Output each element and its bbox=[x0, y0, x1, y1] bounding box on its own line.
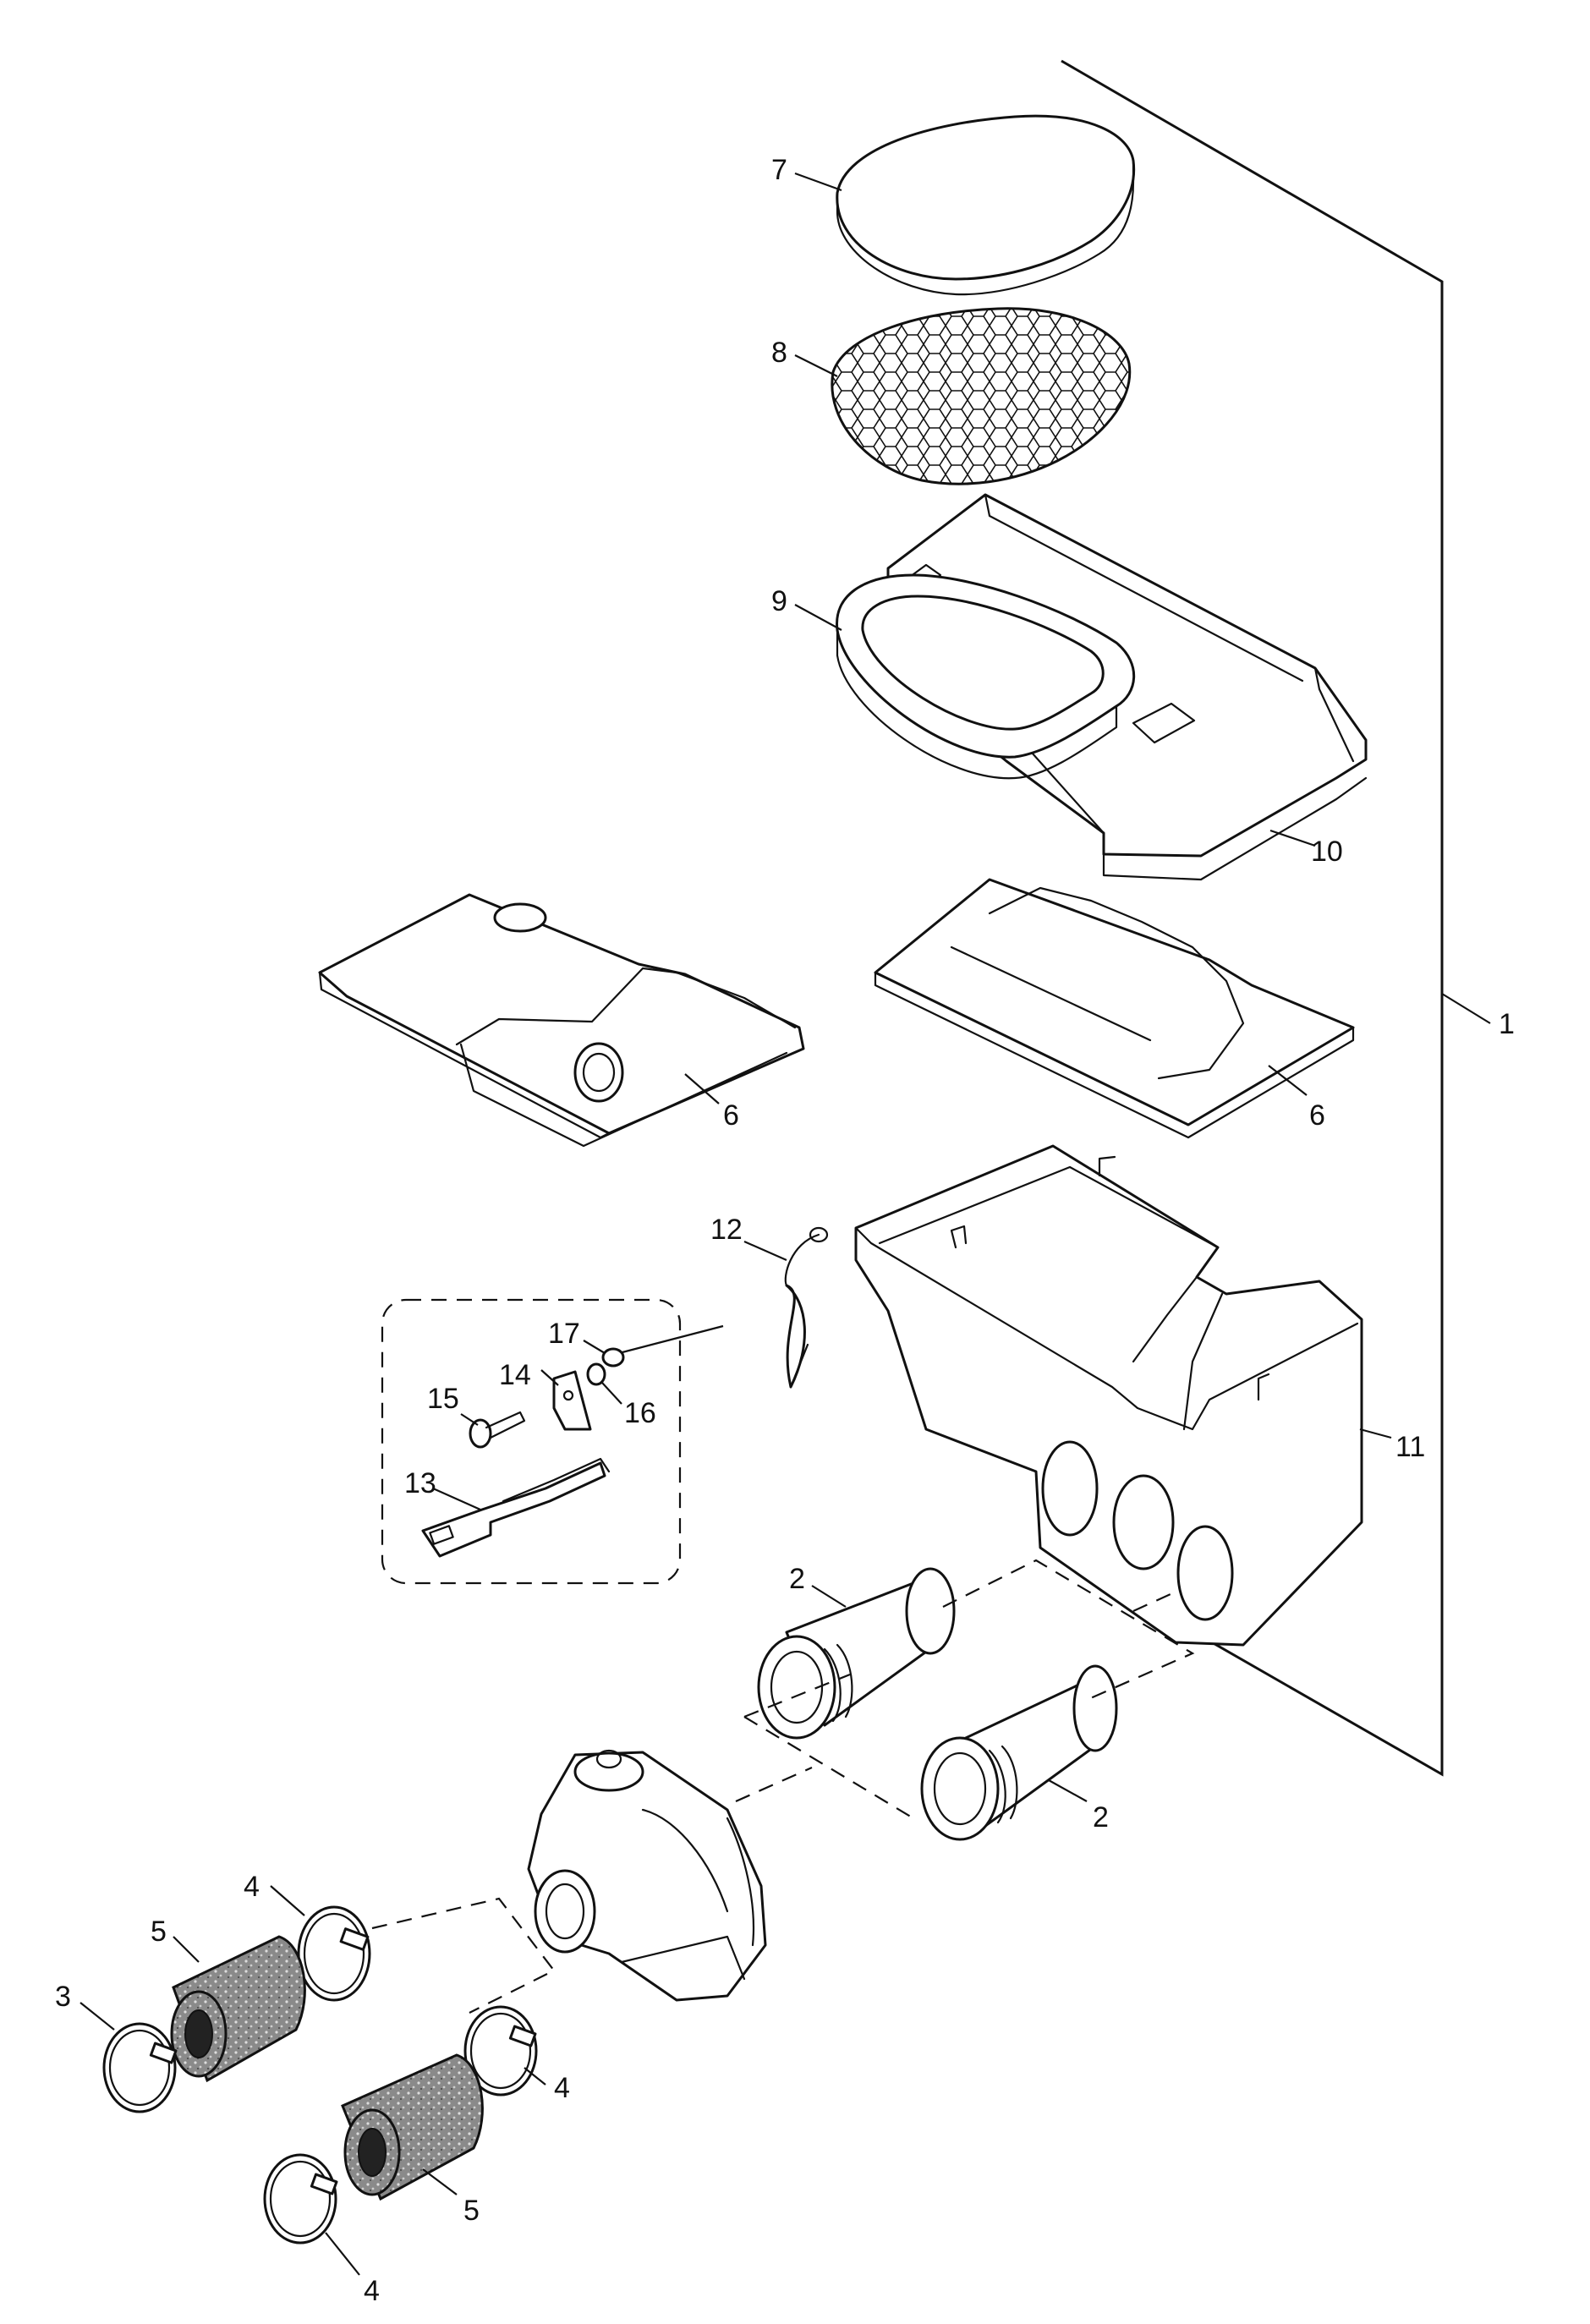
air-filter-foam-part bbox=[794, 114, 1136, 296]
callout-2-lower: 2 bbox=[1093, 1801, 1109, 1833]
callout-13: 13 bbox=[404, 1467, 436, 1499]
callout-labels: 1 2 2 3 4 4 4 5 5 6 6 7 8 9 10 11 12 13 … bbox=[55, 154, 1515, 2307]
nut-part bbox=[583, 1340, 625, 1368]
intake-boot-upper-part bbox=[170, 1935, 306, 2083]
right-intake-cover-part bbox=[874, 878, 1355, 1139]
hose-clamp-part bbox=[80, 2002, 178, 2113]
callout-14: 14 bbox=[499, 1359, 531, 1391]
callout-1: 1 bbox=[1499, 1008, 1515, 1040]
hardware-kit-box bbox=[381, 1298, 724, 1585]
callout-11: 11 bbox=[1395, 1431, 1425, 1463]
callout-7: 7 bbox=[771, 154, 787, 186]
callout-16: 16 bbox=[624, 1397, 656, 1429]
filter-mesh-part bbox=[794, 307, 1132, 485]
airbox-part bbox=[854, 1144, 1392, 1647]
lid-seal-part bbox=[794, 573, 1136, 780]
washer-part bbox=[586, 1362, 622, 1405]
callout-15: 15 bbox=[427, 1383, 459, 1415]
callout-10: 10 bbox=[1311, 836, 1343, 868]
left-intake-cover-part bbox=[318, 893, 805, 1148]
callout-4-upper: 4 bbox=[244, 1871, 260, 1903]
callout-12: 12 bbox=[710, 1214, 743, 1246]
assembly-bracket bbox=[1061, 59, 1491, 1777]
spring-clip-part bbox=[743, 1226, 829, 1389]
hose-clamp-upper-part bbox=[270, 1885, 371, 2002]
callout-2-upper: 2 bbox=[789, 1563, 805, 1595]
strap-holder-part bbox=[421, 1457, 611, 1558]
callout-4-lower: 4 bbox=[364, 2275, 380, 2307]
intake-tube-upper-part bbox=[757, 1567, 956, 1740]
intake-boot-lower-part bbox=[341, 2053, 484, 2201]
callout-6-left: 6 bbox=[723, 1099, 739, 1132]
callout-5-lower: 5 bbox=[463, 2195, 480, 2227]
carburetor-part bbox=[527, 1749, 767, 2002]
alignment-lines bbox=[371, 1559, 1195, 2014]
callout-17: 17 bbox=[548, 1318, 580, 1350]
callout-3: 3 bbox=[55, 1981, 71, 2013]
mounting-bracket-part bbox=[540, 1369, 592, 1431]
callout-9: 9 bbox=[771, 585, 787, 617]
callout-5-upper: 5 bbox=[151, 1916, 167, 1948]
hose-clamp-lower-part bbox=[263, 2153, 360, 2276]
callout-6-right: 6 bbox=[1309, 1099, 1325, 1132]
hose-clamp-middle-part bbox=[463, 2005, 546, 2097]
callout-8: 8 bbox=[771, 337, 787, 369]
callout-4-middle: 4 bbox=[554, 2072, 570, 2104]
intake-tube-lower-part bbox=[920, 1664, 1118, 1841]
bolt-part bbox=[460, 1411, 526, 1449]
